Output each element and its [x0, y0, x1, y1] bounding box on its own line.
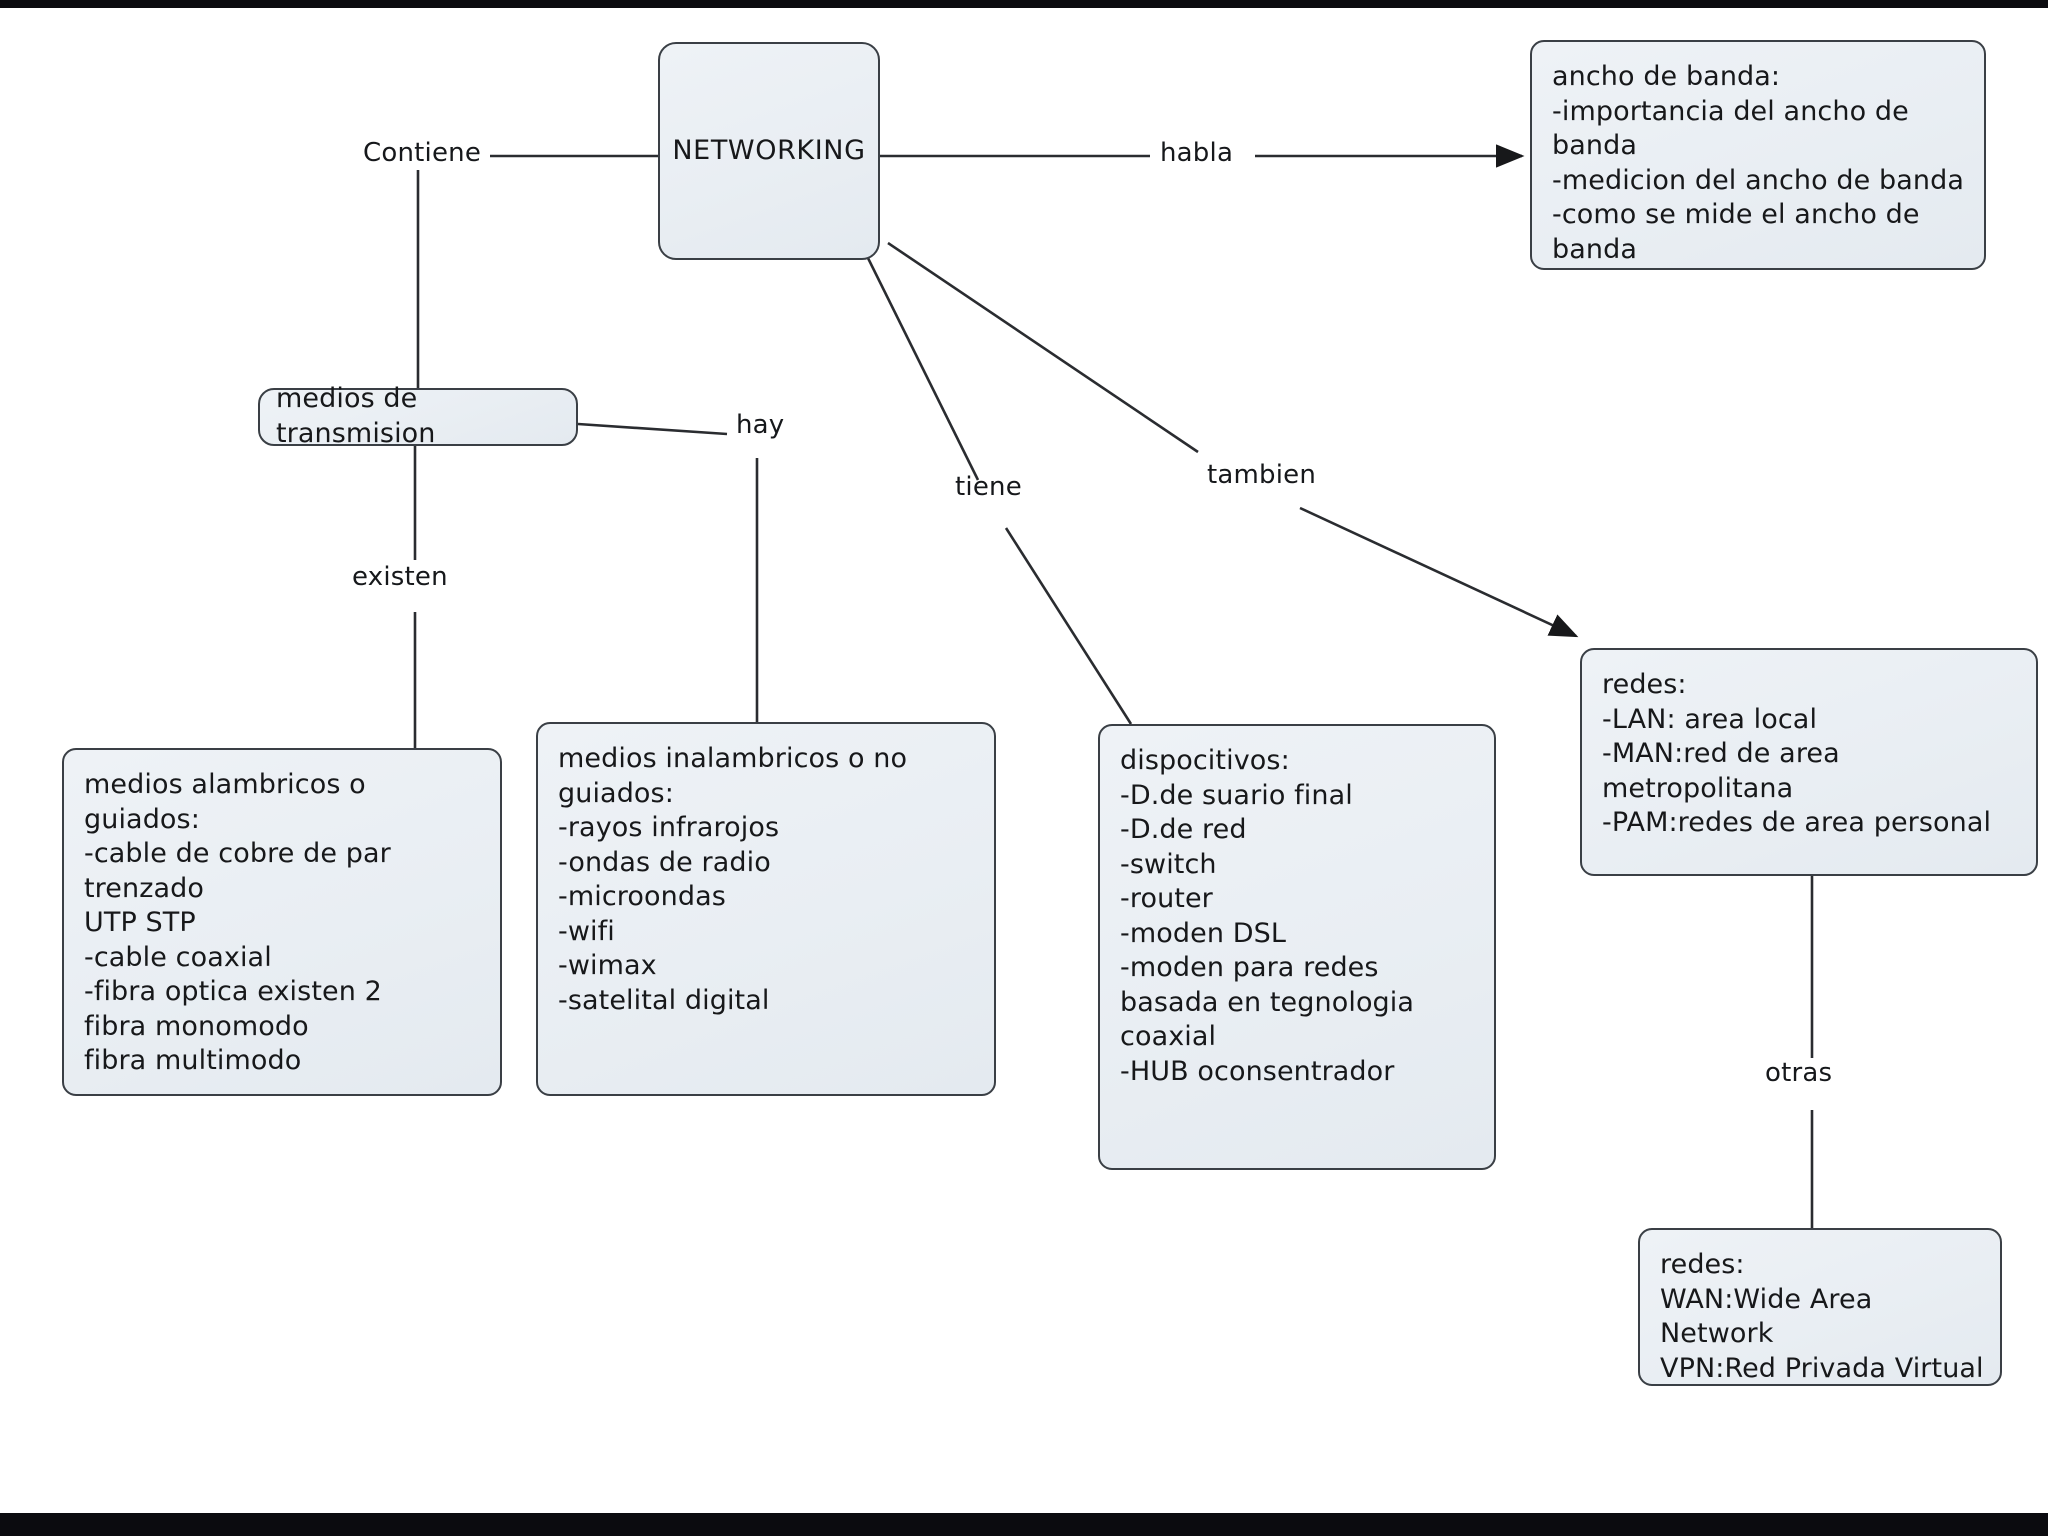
node-dispositivos[interactable]: dispocitivos: -D.de suario final -D.de r… [1098, 724, 1496, 1170]
node-medios-alambricos[interactable]: medios alambricos o guiados: -cable de c… [62, 748, 502, 1096]
edge-label-otras: otras [1765, 1058, 1833, 1088]
edge-label-hay: hay [736, 410, 785, 440]
letterbox-bottom [0, 1513, 2048, 1536]
edge-label-habla: habla [1160, 138, 1234, 168]
node-redes-principales[interactable]: redes: -LAN: area local -MAN:red de area… [1580, 648, 2038, 876]
connector-tiene-lower [1004, 527, 1133, 725]
edge-label-contiene: Contiene [363, 138, 482, 168]
edge-label-tambien: tambien [1207, 460, 1317, 490]
edge-label-existen: existen [352, 562, 448, 592]
letterbox-top [0, 0, 2048, 8]
node-redes-otras[interactable]: redes: WAN:Wide Area Network VPN:Red Pri… [1638, 1228, 2002, 1386]
node-medios-inalambricos[interactable]: medios inalambricos o no guiados: -rayos… [536, 722, 996, 1096]
node-networking[interactable]: NETWORKING [658, 42, 880, 260]
connector-tiene-upper [862, 249, 980, 481]
node-ancho-de-banda[interactable]: ancho de banda: -importancia del ancho d… [1530, 40, 1986, 270]
node-medios-de-transmision[interactable]: medios de transmision [258, 383, 578, 449]
connector-tambien-arrow [1299, 506, 1579, 638]
connector-hay-horizontal [577, 422, 728, 436]
connector-tambien-upper [887, 241, 1199, 454]
edge-label-tiene: tiene [955, 472, 1022, 502]
node-networking-label: NETWORKING [672, 134, 866, 166]
node-medios-de-transmision-label: medios de transmision [276, 383, 436, 449]
